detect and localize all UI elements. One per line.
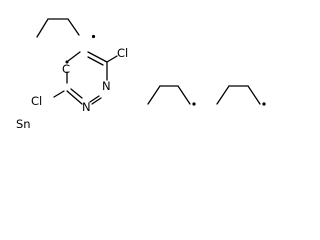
double-bond-c6-c5 <box>87 56 104 66</box>
butyl-chain-top <box>36 18 80 38</box>
chemical-structure: Cl C N N Cl Sn <box>16 18 266 131</box>
radical-dot-top <box>91 34 96 39</box>
nitrogen-label-2: N <box>82 100 91 114</box>
bond-c3-cl <box>53 90 65 98</box>
carbon-radical-dot <box>65 60 69 64</box>
bond-c6-c5 <box>87 51 108 63</box>
nitrogen-label-1: N <box>102 79 111 93</box>
butyl-radical-right <box>216 85 266 106</box>
butyl-chain-middle <box>147 85 191 105</box>
radical-dot-right <box>262 102 266 106</box>
carbon-radical-label: C <box>62 62 70 76</box>
butyl-radical-top <box>36 18 96 39</box>
double-bond-c3-n2 <box>70 88 83 99</box>
chlorine-top-label: Cl <box>117 46 128 60</box>
tin-label: Sn <box>16 117 31 131</box>
double-bond-n1-n2-b <box>91 97 102 105</box>
butyl-chain-right <box>216 85 261 105</box>
butyl-radical-middle <box>147 85 196 106</box>
bond-c5-c4 <box>67 51 81 62</box>
bond-c3-n2 <box>66 90 83 105</box>
pyridazine-ring: Cl C N N Cl <box>31 46 128 114</box>
double-bond-n1-n2-a <box>89 95 100 103</box>
radical-dot-middle <box>192 102 196 106</box>
bond-c6-cl <box>106 55 118 63</box>
chlorine-left-label: Cl <box>31 94 42 108</box>
